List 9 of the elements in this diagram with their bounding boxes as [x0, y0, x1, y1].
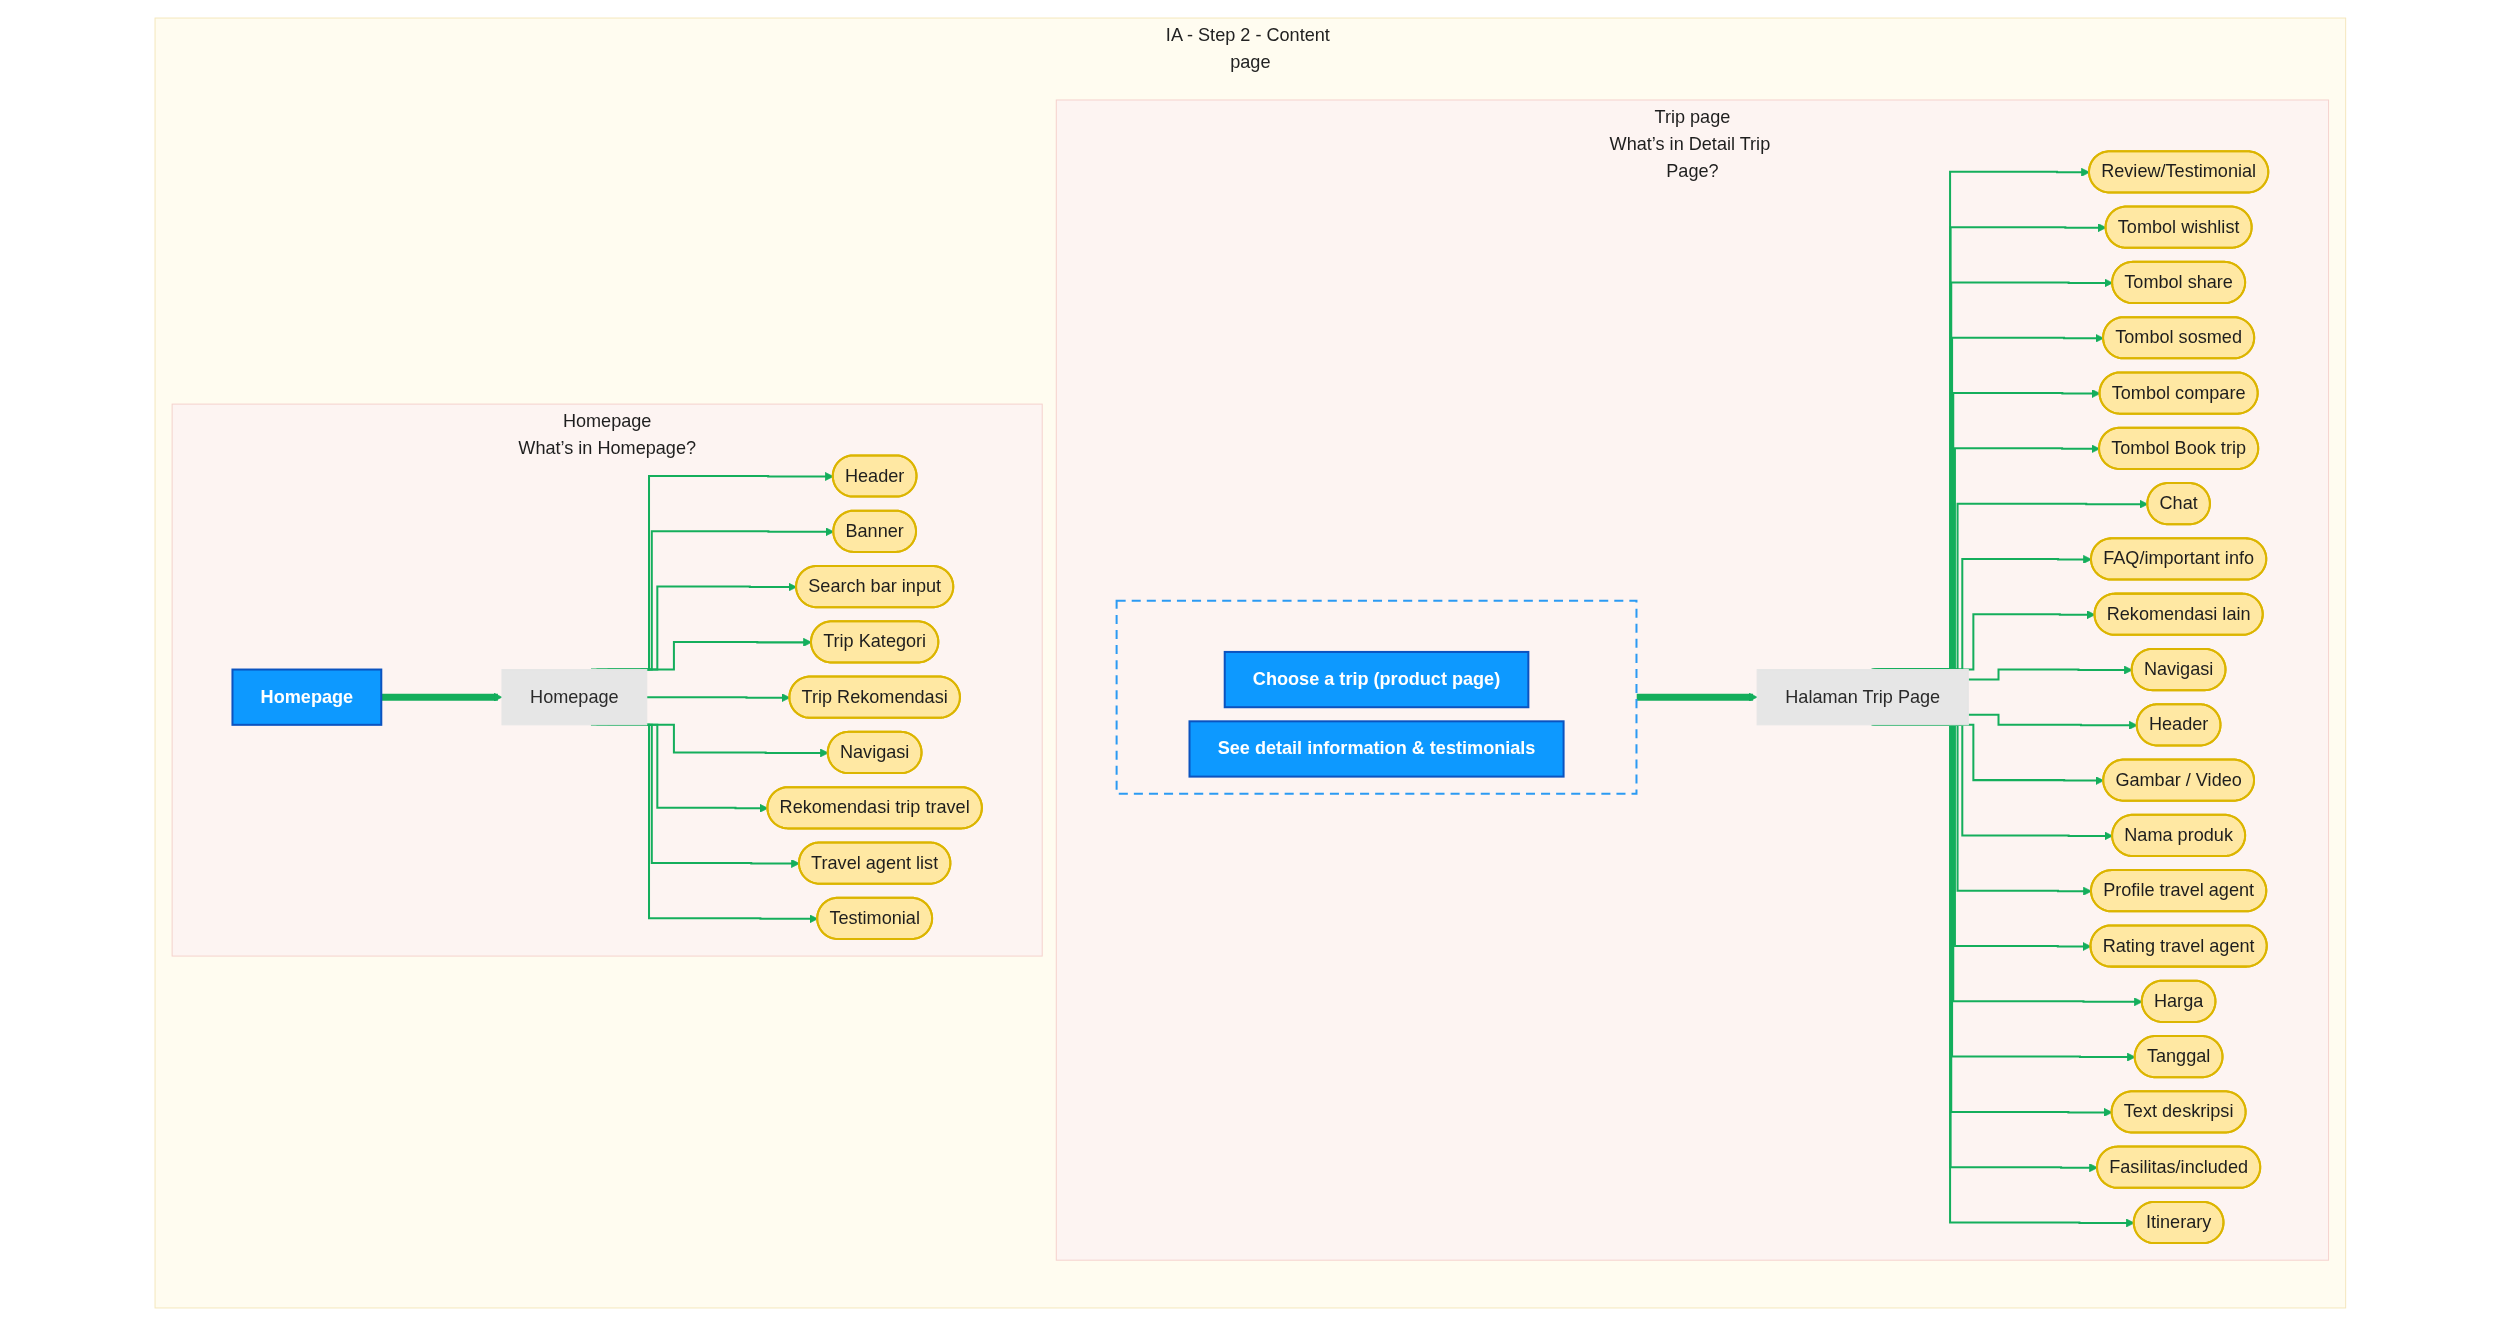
- node-box: Halaman Trip Page: [1756, 669, 1969, 726]
- arrow: [380, 692, 502, 702]
- node-box: Choose a trip (product page): [1223, 650, 1529, 709]
- node-box: Homepage: [501, 669, 647, 726]
- node-box: See detail information & testimonials: [1188, 720, 1565, 778]
- node-box: Homepage: [231, 668, 382, 726]
- arrow: [1636, 692, 1758, 702]
- arrow: [646, 693, 790, 703]
- cluster: [1115, 599, 1638, 795]
